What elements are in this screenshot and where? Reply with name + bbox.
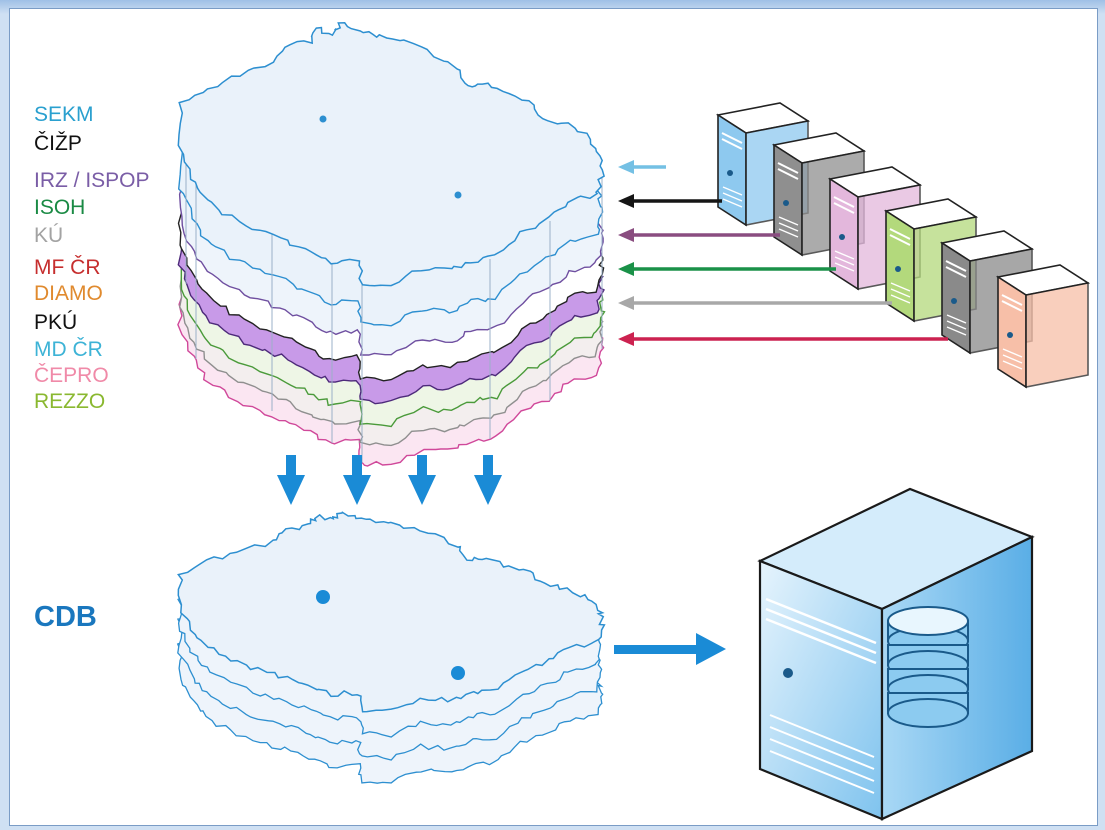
- layer-label-ku: KÚ: [34, 224, 64, 247]
- city-dot: [451, 666, 465, 680]
- city-dot: [454, 191, 462, 199]
- data-flow-diagram: [176, 22, 1091, 821]
- arrow-left-icon: [618, 332, 948, 346]
- data-layer-stack: [177, 22, 606, 467]
- diagram-canvas: SEKM ČIŽP IRZ / ISPOP ISOH KÚ MF ČR DIAM…: [9, 8, 1098, 826]
- server-icon: [995, 264, 1091, 389]
- cdb-label: CDB: [34, 601, 97, 633]
- top-map: [177, 22, 605, 287]
- arrow-left-icon: [618, 296, 892, 310]
- city-dot: [319, 115, 327, 123]
- arrow-down-icon: [408, 455, 436, 505]
- layer-label-irz-ispop: IRZ / ISPOP: [34, 169, 150, 192]
- source-arrows: [618, 160, 948, 346]
- down-arrows: [277, 455, 502, 505]
- layer-label-diamo: DIAMO: [34, 282, 103, 305]
- layer-label-rezzo: REZZO: [34, 390, 106, 413]
- cdb-map: [176, 511, 606, 784]
- central-database-server: [757, 487, 1035, 821]
- layer-label-cepro: ČEPRO: [34, 364, 109, 387]
- arrow-left-icon: [618, 262, 836, 276]
- arrow-down-icon: [343, 455, 371, 505]
- arrow-left-icon: [618, 160, 666, 174]
- source-servers: [715, 102, 1091, 389]
- arrow-left-icon: [618, 194, 722, 208]
- arrow-down-icon: [277, 455, 305, 505]
- city-dot: [316, 590, 330, 604]
- layer-label-cizp: ČIŽP: [34, 132, 82, 155]
- layer-label-md-cr: MD ČR: [34, 338, 103, 361]
- database-icon: [887, 606, 969, 728]
- cdb-arrow-icon: [614, 633, 726, 665]
- layer-label-pku: PKÚ: [34, 311, 78, 334]
- arrow-down-icon: [474, 455, 502, 505]
- arrow-left-icon: [618, 228, 780, 242]
- layer-label-isoh: ISOH: [34, 196, 86, 219]
- layer-label-sekm: SEKM: [34, 103, 94, 126]
- layer-label-mf-cr: MF ČR: [34, 256, 101, 279]
